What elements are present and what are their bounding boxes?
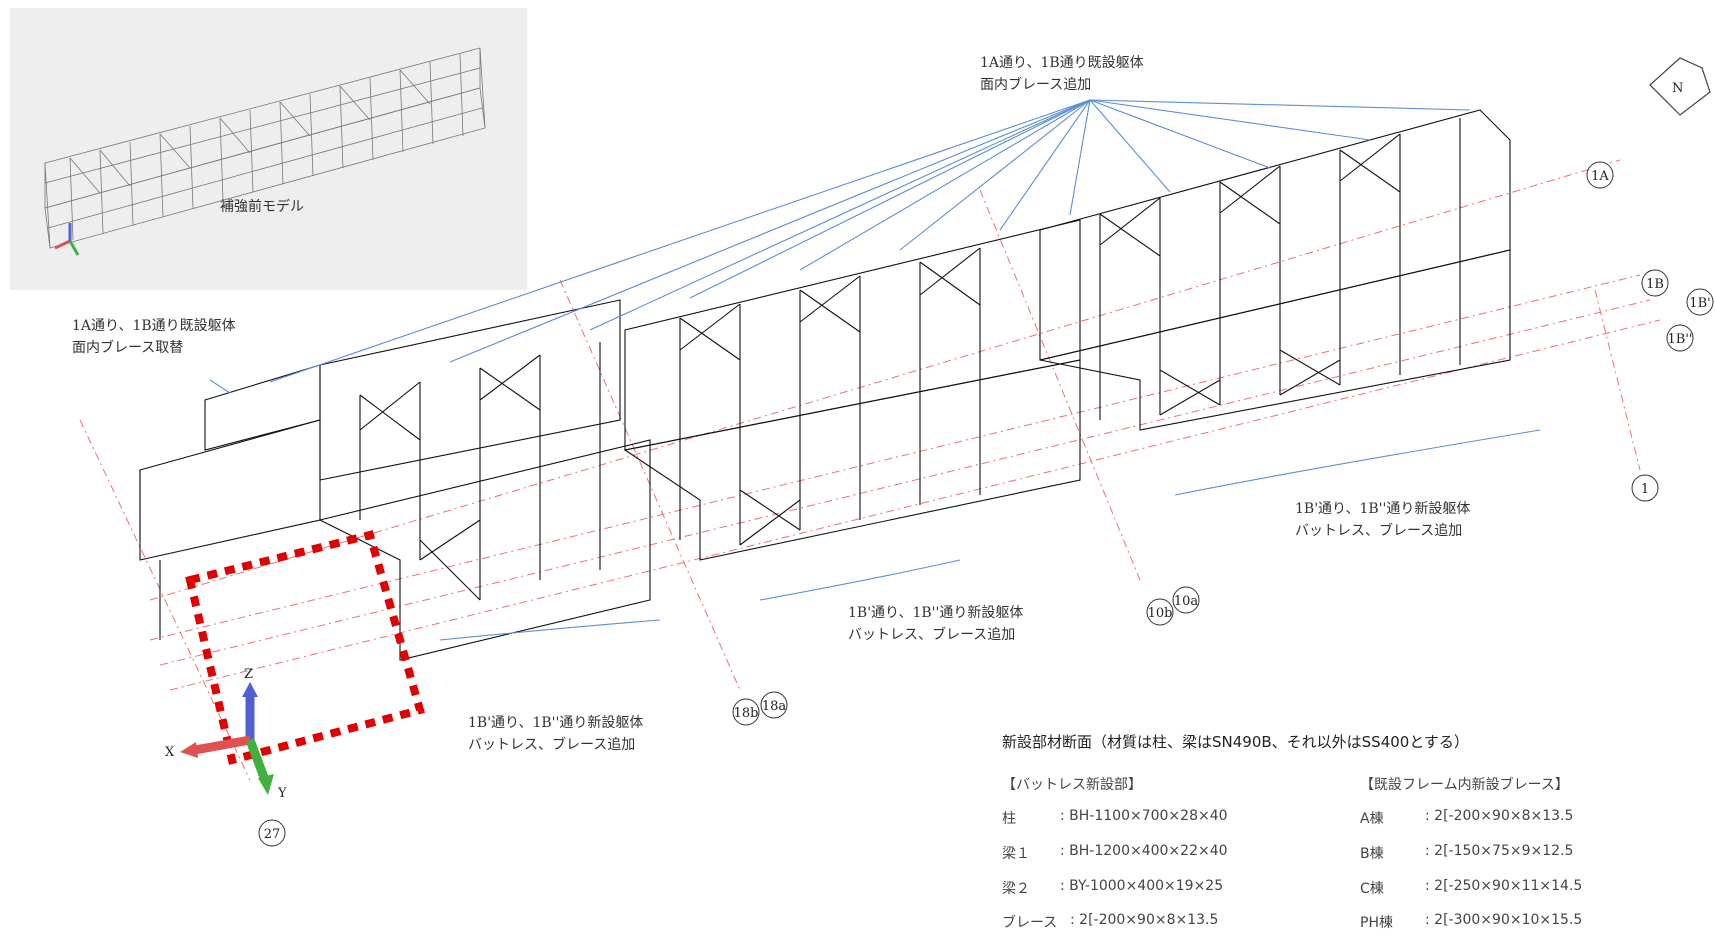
leader-lines bbox=[209, 99, 1541, 641]
buttress-value-3: : 2[-200×90×8×13.5 bbox=[1070, 912, 1219, 928]
right-note-line-2: バットレス、ブレース追加 bbox=[1295, 523, 1463, 539]
grid-marker-18a bbox=[760, 691, 788, 719]
buttress-value-2: : BY-1000×400×19×25 bbox=[1060, 878, 1224, 894]
frame-value-0: : 2[-200×90×8×13.5 bbox=[1425, 808, 1574, 824]
grid-markers bbox=[258, 161, 1714, 847]
frame-value-3: : 2[-300×90×10×15.5 bbox=[1425, 912, 1583, 928]
grid-marker-18b bbox=[732, 698, 760, 726]
grid-label-1B: 1B bbox=[1646, 277, 1664, 292]
buttress-value-0: : BH-1100×700×28×40 bbox=[1060, 808, 1228, 824]
grid-marker-27 bbox=[258, 819, 286, 847]
lower-note-line-2: バットレス、ブレース追加 bbox=[468, 737, 636, 753]
frame-name-2: C棟 bbox=[1360, 881, 1384, 897]
grid-label-1: 1 bbox=[1641, 482, 1649, 497]
buttress-name-2: 梁２ bbox=[1002, 881, 1030, 897]
grid-marker-1B-double-prime bbox=[1666, 324, 1694, 352]
buttress-value-1: : BH-1200×400×22×40 bbox=[1060, 843, 1228, 859]
frame-value-1: : 2[-150×75×9×12.5 bbox=[1425, 843, 1574, 859]
inset-axis-y bbox=[68, 240, 80, 256]
top-note-line-1: 1A通り、1B通り既設躯体 bbox=[980, 55, 1144, 71]
grid-label-1A: 1A bbox=[1591, 169, 1609, 184]
right-note-line-1: 1B'通り、1B''通り新設躯体 bbox=[1295, 501, 1471, 517]
north-label: N bbox=[1672, 81, 1683, 96]
frame-header: 【既設フレーム内新設ブレース】 bbox=[1360, 777, 1569, 793]
axis-triad: X Y Z bbox=[165, 667, 287, 801]
axis-x-head bbox=[180, 742, 198, 758]
inset-model-panel: 補強前モデル bbox=[10, 8, 527, 290]
frame-name-0: A棟 bbox=[1360, 811, 1384, 827]
inset-model-drawing bbox=[44, 47, 486, 256]
frame-value-2: : 2[-250×90×11×14.5 bbox=[1425, 878, 1583, 894]
north-arrow-icon: N bbox=[1649, 57, 1711, 116]
inset-axis-x bbox=[54, 239, 71, 250]
axis-y-head bbox=[258, 774, 274, 795]
grid-lines bbox=[79, 159, 1661, 781]
grid-marker-10a bbox=[1172, 586, 1200, 614]
left-note-line-2: 面内ブレース取替 bbox=[72, 340, 184, 356]
grid-marker-1B bbox=[1641, 269, 1669, 297]
right-note: 1B'通り、1B''通り新設躯体 バットレス、ブレース追加 bbox=[1295, 498, 1470, 542]
middle-note: 1B'通り、1B''通り新設躯体 バットレス、ブレース追加 bbox=[848, 602, 1023, 646]
middle-note-line-1: 1B'通り、1B''通り新設躯体 bbox=[848, 605, 1024, 621]
grid-label-10b: 10b bbox=[1148, 606, 1173, 621]
buttress-name-1: 梁１ bbox=[1002, 846, 1030, 862]
buttress-name-3: ブレース bbox=[1002, 915, 1058, 931]
grid-marker-10b bbox=[1146, 598, 1174, 626]
grid-label-1B-double-prime: 1B'' bbox=[1668, 332, 1693, 347]
inset-caption: 補強前モデル bbox=[220, 199, 304, 215]
lower-note: 1B'通り、1B''通り新設躯体 バットレス、ブレース追加 bbox=[468, 712, 643, 756]
axis-x-arrow bbox=[194, 735, 251, 755]
top-note: 1A通り、1B通り既設躯体 面内ブレース追加 bbox=[980, 52, 1144, 96]
grid-marker-1B-prime bbox=[1686, 288, 1714, 316]
left-note-line-1: 1A通り、1B通り既設躯体 bbox=[72, 318, 236, 334]
lower-note-line-1: 1B'通り、1B''通り新設躯体 bbox=[468, 715, 644, 731]
buttress-name-0: 柱 bbox=[1002, 811, 1016, 827]
axis-y-label: Y bbox=[277, 786, 287, 801]
buttress-header: 【バットレス新設部】 bbox=[1002, 777, 1142, 793]
axis-z-head bbox=[242, 682, 258, 697]
inset-frame-wireframe bbox=[44, 47, 486, 249]
highlight-area bbox=[185, 530, 425, 765]
frame-name-3: PH棟 bbox=[1360, 915, 1393, 931]
middle-note-line-2: バットレス、ブレース追加 bbox=[848, 627, 1016, 643]
grid-marker-labels: 1A 1B 1B' 1B'' 1 10a 10b 18a 18b 27 bbox=[264, 169, 1711, 842]
grid-label-1B-prime: 1B' bbox=[1689, 296, 1710, 311]
grid-label-10a: 10a bbox=[1174, 594, 1199, 609]
axis-z-label: Z bbox=[244, 667, 253, 682]
grid-marker-1A bbox=[1586, 161, 1614, 189]
grid-label-18a: 18a bbox=[762, 699, 787, 714]
spec-title: 新設部材断面（材質は柱、梁はSN490B、それ以外はSS400とする） bbox=[1002, 733, 1469, 751]
axis-x-label: X bbox=[165, 745, 175, 760]
top-note-line-2: 面内ブレース追加 bbox=[980, 77, 1092, 93]
grid-label-27: 27 bbox=[264, 827, 281, 842]
grid-marker-1 bbox=[1631, 474, 1659, 502]
frame-name-1: B棟 bbox=[1360, 846, 1384, 862]
axis-y-arrow bbox=[245, 738, 270, 782]
grid-label-18b: 18b bbox=[734, 706, 759, 721]
building-wireframe bbox=[139, 109, 1511, 661]
left-note: 1A通り、1B通り既設躯体 面内ブレース取替 bbox=[72, 315, 236, 359]
